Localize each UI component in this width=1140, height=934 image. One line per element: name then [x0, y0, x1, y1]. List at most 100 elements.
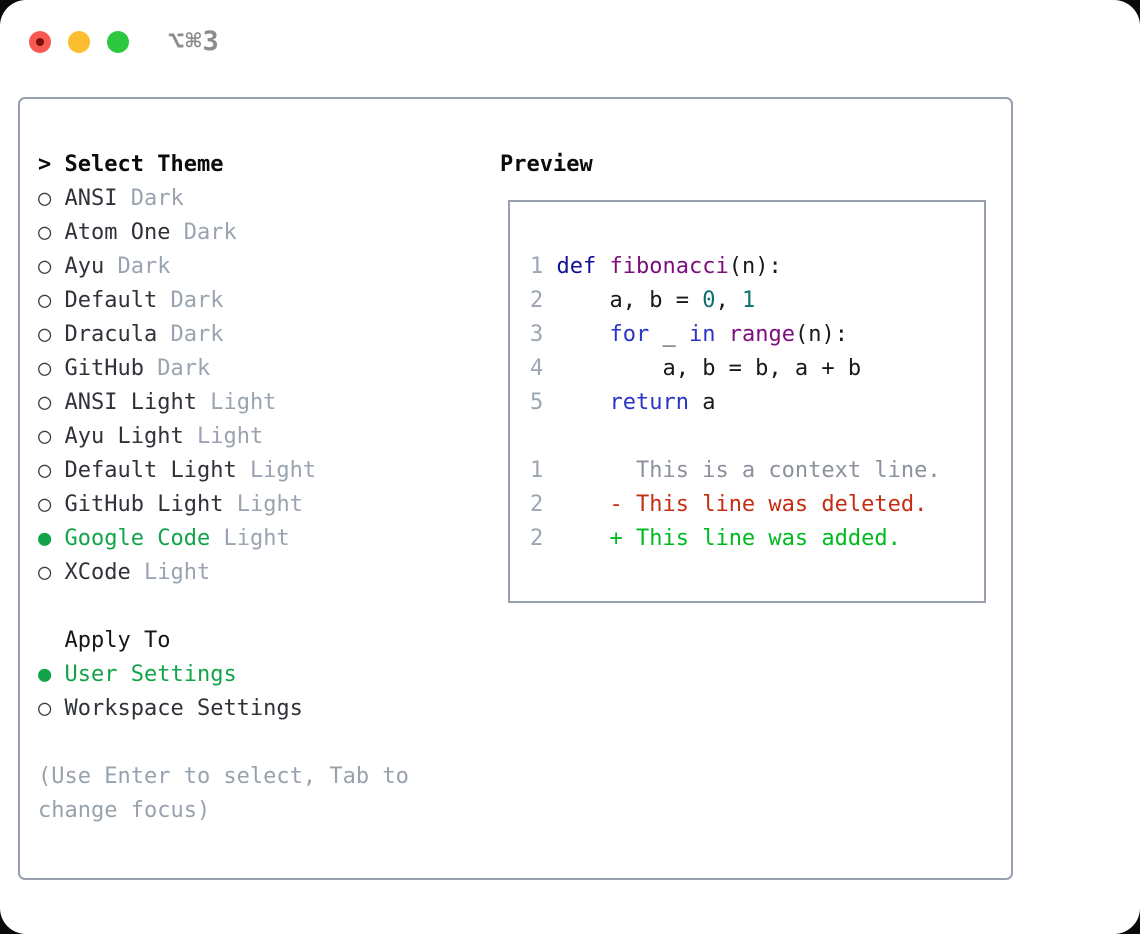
preview-line: 3 for _ in range(n):: [530, 318, 984, 352]
theme-name: XCode: [64, 560, 131, 585]
radio-icon: ○: [38, 254, 52, 279]
theme-name: ANSI: [64, 186, 118, 211]
radio-icon: ○: [38, 492, 52, 517]
theme-name: Dracula: [64, 322, 158, 347]
theme-name: Ayu Light: [64, 424, 184, 449]
window-title: ⌥⌘3: [168, 26, 220, 57]
prompt-icon: >: [38, 152, 52, 177]
theme-variant-label: Light: [143, 560, 211, 585]
radio-icon: ○: [38, 424, 52, 449]
theme-name: Google Code: [64, 526, 211, 551]
theme-item-ayu-light[interactable]: ○ Ayu Light Light: [38, 420, 409, 454]
preview-line: 1 def fibonacci(n):: [530, 250, 984, 284]
code-token: a, b =: [556, 288, 703, 313]
hint-line-1: (Use Enter to select, Tab to: [38, 764, 409, 789]
theme-item-ayu[interactable]: ○ Ayu Dark: [38, 250, 409, 284]
code-token: a, b = b, a + b: [556, 356, 862, 381]
theme-name: ANSI Light: [64, 390, 197, 415]
theme-item-ansi-light[interactable]: ○ ANSI Light Light: [38, 386, 409, 420]
theme-item-github-light[interactable]: ○ GitHub Light Light: [38, 488, 409, 522]
apply-option-workspace-settings[interactable]: ○ Workspace Settings: [38, 692, 409, 726]
theme-name: GitHub: [64, 356, 144, 381]
line-number: 1: [530, 458, 544, 483]
theme-name: GitHub Light: [64, 492, 224, 517]
close-dot-icon: [36, 37, 44, 46]
theme-name: Atom One: [64, 220, 171, 245]
theme-list: ○ ANSI Dark○ Atom One Dark○ Ayu Dark○ De…: [38, 182, 409, 590]
theme-item-github[interactable]: ○ GitHub Dark: [38, 352, 409, 386]
radio-icon: ○: [38, 356, 52, 381]
spacer: [38, 590, 409, 624]
theme-item-atom-one[interactable]: ○ Atom One Dark: [38, 216, 409, 250]
apply-to-list: ● User Settings○ Workspace Settings: [38, 658, 409, 726]
code-token: in: [688, 322, 716, 347]
line-number: 5: [530, 390, 544, 415]
preview-line: 2 a, b = 0, 1: [530, 284, 984, 318]
radio-icon: ○: [38, 696, 52, 721]
line-number: 2: [530, 288, 544, 313]
apply-option-label: Workspace Settings: [64, 696, 303, 721]
theme-name: Default Light: [64, 458, 237, 483]
theme-picker: > Select Theme ○ ANSI Dark○ Atom One Dar…: [38, 148, 409, 828]
code-token: (n):: [794, 322, 848, 347]
code-token: [557, 492, 610, 517]
code-token: (n):: [728, 254, 782, 279]
zoom-button[interactable]: [107, 30, 129, 53]
preview-line: 4 a, b = b, a + b: [530, 352, 984, 386]
apply-option-user-settings[interactable]: ● User Settings: [38, 658, 409, 692]
code-token: for: [609, 322, 650, 347]
line-number: 3: [530, 322, 544, 347]
apply-to-header: Apply To: [64, 628, 171, 653]
theme-variant-label: Dark: [183, 220, 237, 245]
theme-item-default[interactable]: ○ Default Dark: [38, 284, 409, 318]
code-token: 1: [741, 288, 756, 313]
theme-variant-label: Light: [249, 458, 317, 483]
theme-item-google-code[interactable]: ● Google Code Light: [38, 522, 409, 556]
radio-icon: ○: [38, 220, 52, 245]
theme-variant-label: Light: [196, 424, 264, 449]
line-number: 4: [530, 356, 544, 381]
theme-item-xcode[interactable]: ○ XCode Light: [38, 556, 409, 590]
hint-line-2: change focus): [38, 798, 211, 823]
select-theme-title: Select Theme: [64, 152, 224, 177]
radio-icon: ○: [38, 560, 52, 585]
theme-variant-label: Dark: [170, 322, 224, 347]
radio-icon: ○: [38, 390, 52, 415]
theme-item-default-light[interactable]: ○ Default Light Light: [38, 454, 409, 488]
code-token: 0: [702, 288, 716, 313]
code-token: ,: [715, 288, 742, 313]
minimize-button[interactable]: [68, 30, 90, 53]
preview-line: 5 return a: [530, 386, 984, 420]
code-token: fibonacci: [609, 254, 729, 279]
line-number: 1: [530, 254, 544, 279]
theme-variant-label: Dark: [117, 254, 171, 279]
code-token: a: [688, 390, 716, 415]
apply-option-label: User Settings: [64, 662, 237, 687]
preview-line: 1 This is a context line.: [530, 454, 984, 488]
line-number: 2: [530, 492, 544, 517]
theme-variant-label: Dark: [130, 186, 184, 211]
preview-line: 2 - This line was deleted.: [530, 488, 984, 522]
titlebar: ⌥⌘3: [29, 26, 220, 57]
line-number: 2: [530, 526, 544, 551]
radio-icon: ○: [38, 186, 52, 211]
radio-selected-icon: ●: [38, 662, 52, 687]
code-token: range: [728, 322, 795, 347]
theme-name: Ayu: [64, 254, 105, 279]
code-token: return: [609, 390, 689, 415]
theme-variant-label: Light: [236, 492, 303, 517]
code-token: + This line was added.: [609, 526, 901, 551]
theme-variant-label: Light: [223, 526, 290, 551]
preview-line: [530, 420, 984, 454]
theme-item-dracula[interactable]: ○ Dracula Dark: [38, 318, 409, 352]
theme-item-ansi[interactable]: ○ ANSI Dark: [38, 182, 409, 216]
close-button[interactable]: [29, 30, 51, 53]
radio-icon: ○: [38, 458, 52, 483]
preview-line: 2 + This line was added.: [530, 522, 984, 556]
radio-icon: ○: [38, 288, 52, 313]
code-token: [557, 526, 610, 551]
theme-variant-label: Dark: [170, 288, 224, 313]
